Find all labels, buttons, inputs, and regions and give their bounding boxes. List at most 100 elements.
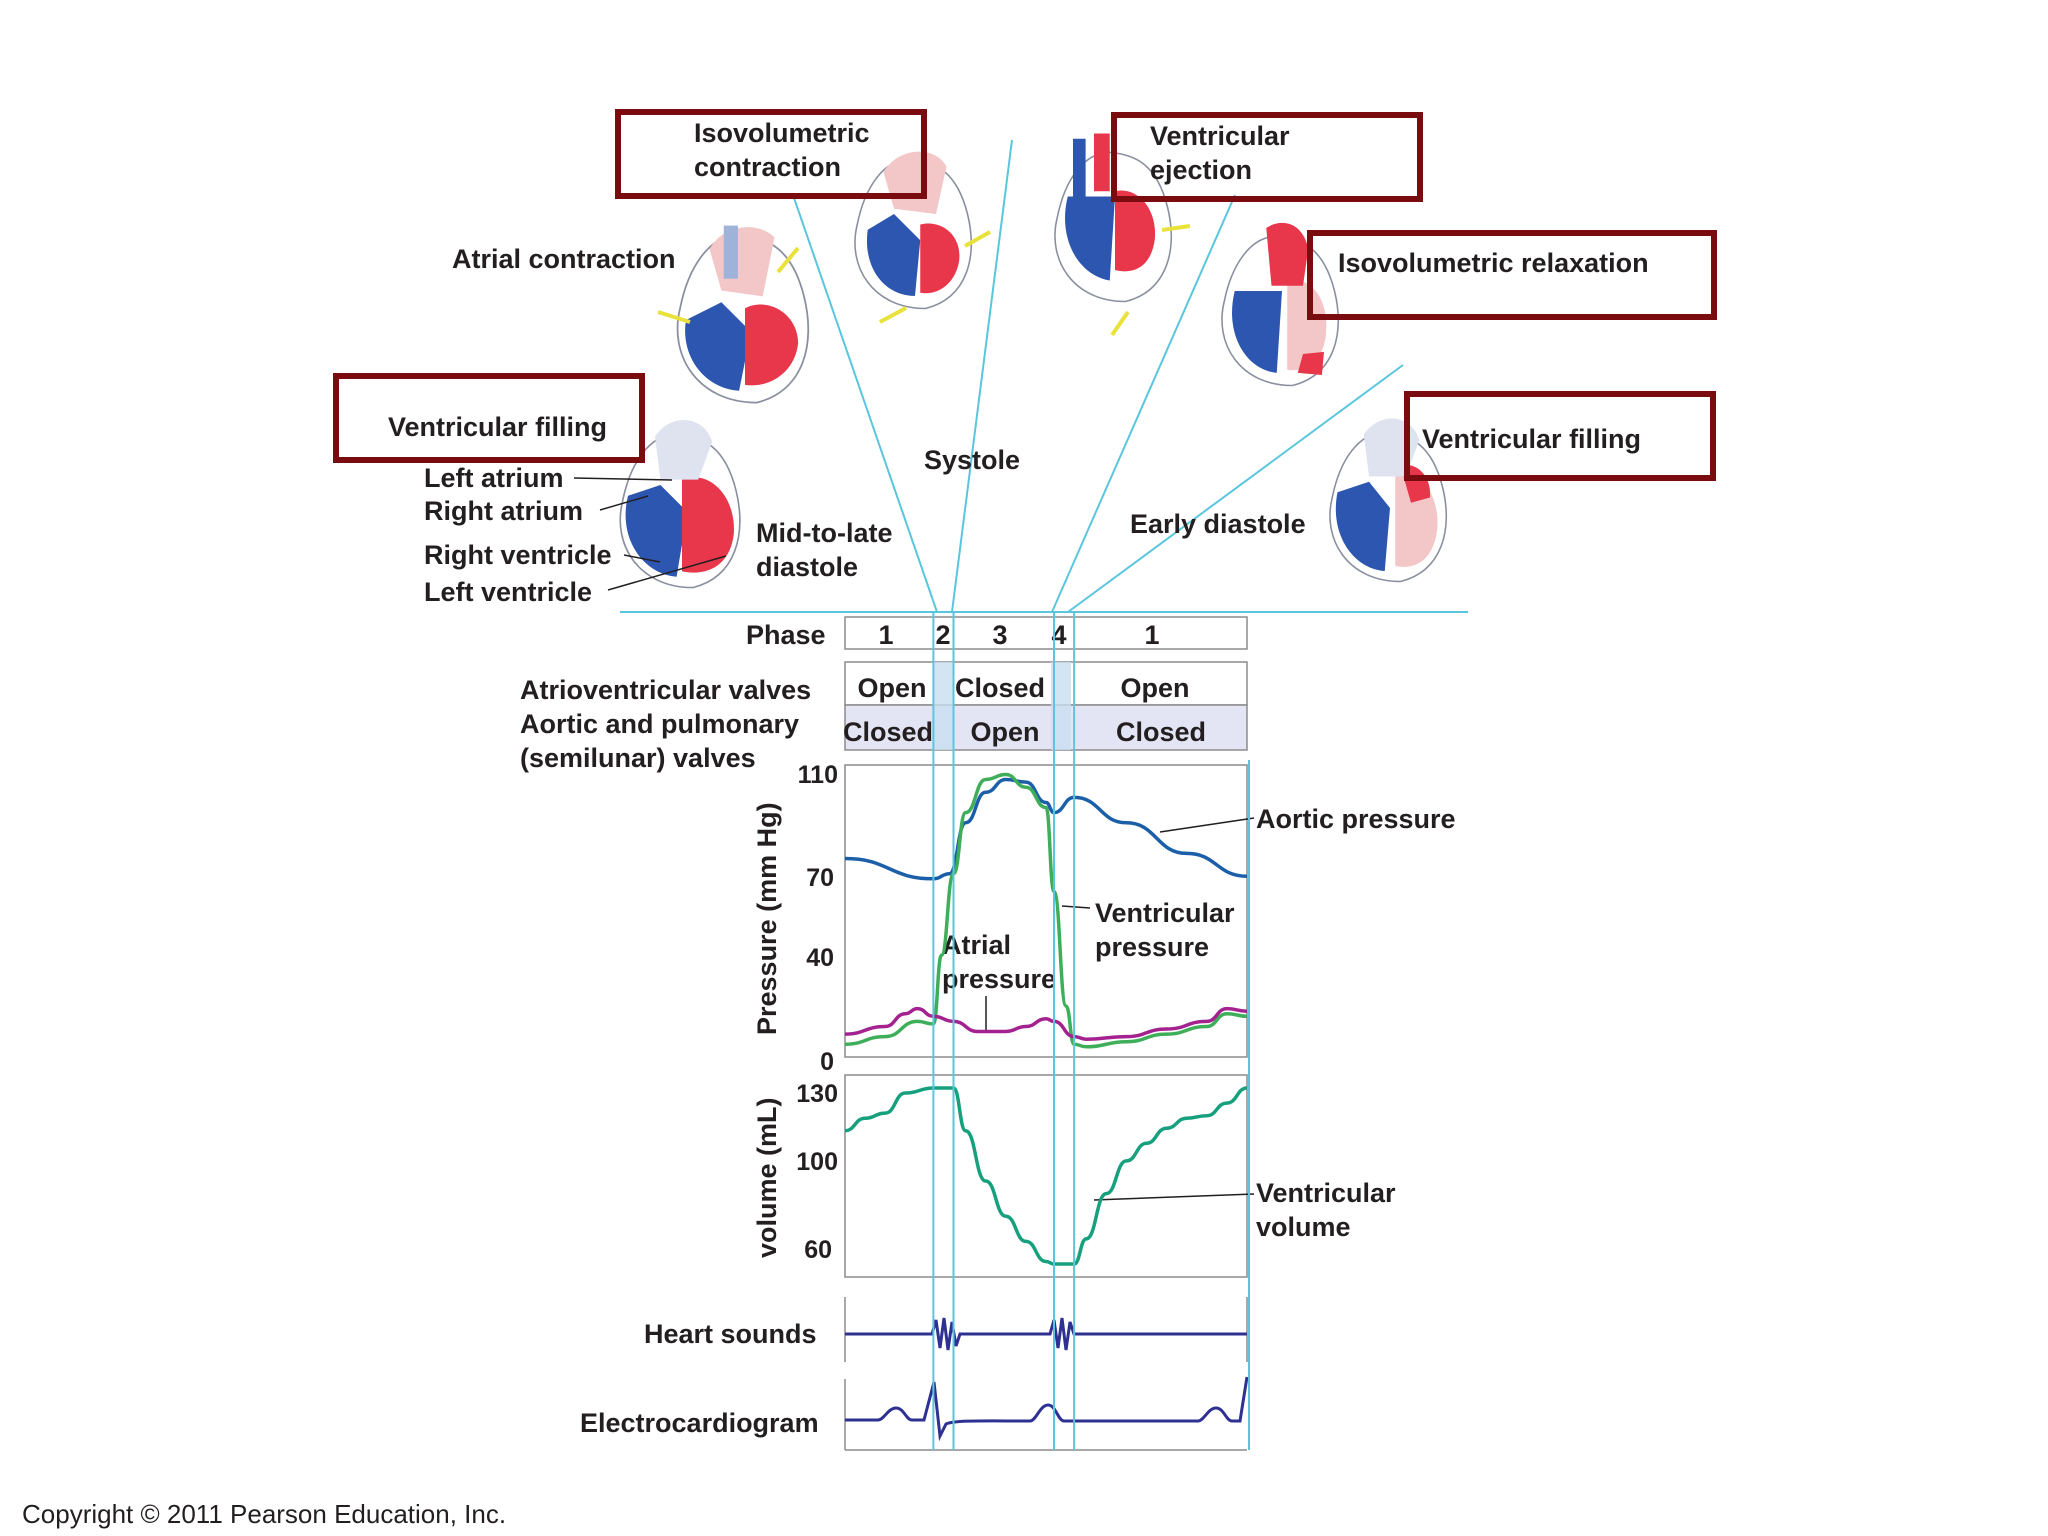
stage-box-ventricular-filling-right: Ventricular filling — [1404, 391, 1716, 481]
phase-cell: 1 — [1144, 620, 1159, 650]
aortic-pressure-label: Aortic pressure — [1256, 804, 1456, 834]
guide-mid-late-diastole — [792, 194, 938, 613]
ventricular-volume-label: volume — [1256, 1212, 1351, 1242]
mid-to-late-diastole-label: Mid-to-late — [756, 518, 892, 548]
volume-leader — [1093, 1193, 1255, 1201]
ventricular-pressure-label: pressure — [1095, 932, 1209, 962]
valve-table: Atrioventricular valves Aortic and pulmo… — [520, 661, 1248, 773]
guide-systole-left — [951, 139, 1013, 613]
heart-sounds-trace: Heart sounds — [644, 1297, 1248, 1362]
semilunar-state: Open — [970, 717, 1039, 747]
volume-tick: 60 — [804, 1236, 832, 1264]
ventricular-volume-line — [844, 1086, 1248, 1266]
phase-cell: 3 — [992, 620, 1007, 650]
right-atrium-label: Right atrium — [424, 496, 583, 526]
heart-part-labels: Left atrium Right atrium Right ventricle… — [424, 463, 727, 607]
frame — [1307, 230, 1717, 320]
heart-icon-ventricular-ejection — [1054, 133, 1173, 303]
left-ventricle-label: Left ventricle — [424, 577, 592, 607]
guide-early-diastole — [1067, 364, 1404, 613]
volume-chart: 130 100 60 volume (mL) Ventricular volum… — [752, 1074, 1396, 1278]
volume-axis-label: volume (mL) — [752, 1097, 782, 1258]
volume-plot-frame — [844, 1074, 1248, 1278]
heart-icon-ventricular-filling-left — [619, 419, 741, 589]
stage-box-isovolumetric-contraction: Isovolumetric contraction — [615, 109, 927, 199]
ventricular-volume-label: Ventricular — [1256, 1178, 1396, 1208]
stage-box-ventricular-ejection: Ventricular ejection — [1111, 112, 1423, 202]
pressure-tick: 0 — [820, 1048, 834, 1076]
semilunar-state: Closed — [1116, 717, 1206, 747]
phase-dividers — [932, 612, 1250, 1450]
phase-label: Phase — [746, 620, 826, 650]
phase-cell: 2 — [935, 620, 950, 650]
stage-label: Ventricular — [1150, 121, 1290, 151]
atrial-pressure-line — [844, 1006, 1248, 1041]
guide-systole-right — [1051, 194, 1236, 613]
stage-label: ejection — [1150, 155, 1252, 185]
phase-row: Phase 1 2 3 4 1 — [746, 616, 1248, 650]
semilunar-state: Closed — [843, 717, 933, 747]
phase-2-shade — [934, 662, 954, 750]
arrow-icon — [964, 230, 991, 248]
stage-box-isovolumetric-relaxation: Isovolumetric relaxation — [1307, 230, 1717, 320]
av-row — [844, 661, 1248, 706]
stage-box-ventricular-filling-left: Ventricular filling — [333, 373, 645, 463]
arrow-icon — [1161, 224, 1191, 232]
ecg-label: Electrocardiogram — [580, 1408, 819, 1438]
phase-guide-lines — [620, 139, 1468, 613]
right-ventricle-label: Right ventricle — [424, 540, 612, 570]
contraction-arrows — [657, 224, 1191, 337]
stage-label: Isovolumetric relaxation — [1338, 248, 1649, 278]
ventricular-pressure-label: Ventricular — [1095, 898, 1235, 928]
ecg-trace: Electrocardiogram — [580, 1376, 1249, 1451]
av-valves-label: Atrioventricular valves — [520, 675, 811, 705]
frame — [1111, 112, 1423, 202]
stage-label: Ventricular filling — [1422, 424, 1641, 454]
heart-icon-isovolumetric-relaxation — [1221, 222, 1340, 387]
atrial-pressure-label: pressure — [942, 964, 1056, 994]
semilunar-valves-label: (semilunar) valves — [520, 743, 756, 773]
pressure-tick: 110 — [798, 761, 838, 789]
frame — [333, 373, 645, 463]
frame — [615, 109, 927, 199]
early-diastole-label: Early diastole — [1130, 509, 1306, 539]
heart-icon-atrial-contraction — [676, 225, 810, 404]
stage-label: Isovolumetric — [694, 118, 870, 148]
leader-lines — [573, 477, 727, 591]
av-state: Closed — [955, 673, 1045, 703]
pressure-chart: 110 70 40 0 Pressure (mm Hg) Aortic pres… — [752, 761, 1456, 1076]
arrow-icon — [1110, 310, 1130, 337]
pressure-tick: 40 — [806, 944, 834, 972]
frame — [1404, 391, 1716, 481]
phase-cell: 1 — [878, 620, 893, 650]
ecg-line — [845, 1376, 1249, 1442]
aortic-leader — [1159, 817, 1255, 833]
stage-label: Ventricular filling — [388, 412, 607, 442]
atrial-pressure-label: Atrial — [942, 930, 1011, 960]
arrow-icon — [776, 246, 800, 274]
semilunar-valves-label: Aortic and pulmonary — [520, 709, 799, 739]
heart-icon-isovolumetric-contraction — [854, 151, 973, 310]
ventricular-leader — [1061, 905, 1091, 909]
pressure-tick: 70 — [806, 864, 834, 892]
stage-label: contraction — [694, 152, 841, 182]
phase-strip — [844, 616, 1248, 650]
av-state: Open — [857, 673, 926, 703]
pressure-axis-label: Pressure (mm Hg) — [752, 802, 782, 1035]
volume-tick: 130 — [796, 1080, 838, 1108]
heart-sounds-line — [845, 1317, 1247, 1351]
ventricular-pressure-line — [844, 772, 1248, 1049]
phase-cell: 4 — [1051, 620, 1066, 650]
atrial-contraction-label: Atrial contraction — [452, 244, 676, 274]
heart-sounds-label: Heart sounds — [644, 1319, 817, 1349]
arrow-icon — [657, 310, 691, 324]
av-state: Open — [1120, 673, 1189, 703]
semilunar-row — [844, 704, 1248, 751]
volume-tick: 100 — [796, 1148, 838, 1176]
systole-label: Systole — [924, 445, 1020, 475]
phase-4-shade — [1051, 662, 1071, 750]
copyright-notice: Copyright © 2011 Pearson Education, Inc. — [22, 1499, 506, 1529]
pressure-plot-frame — [844, 764, 1248, 1058]
arrow-icon — [879, 306, 907, 324]
